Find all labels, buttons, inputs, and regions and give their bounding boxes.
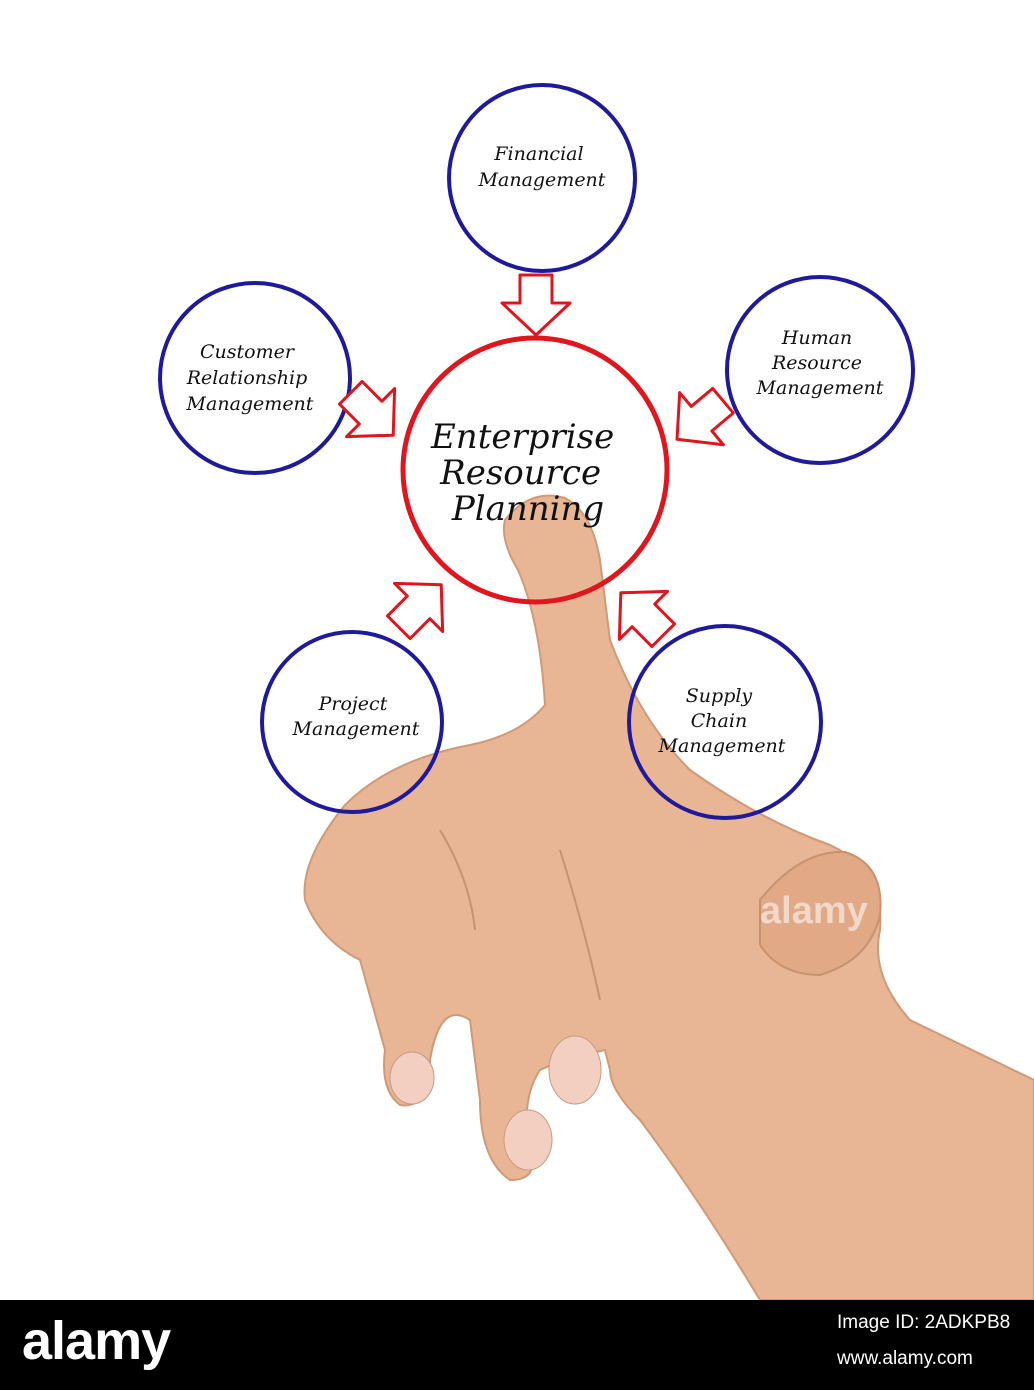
fingernail-2 [549,1036,601,1104]
hr-label: Human Resource Management [756,327,884,399]
project-label: Project Management [292,693,420,740]
erp-center-label: Enterprise Resource Planning [430,417,625,529]
supply-label: Supply Chain Management [658,685,786,757]
arrow-from-financial [502,275,570,335]
arrow-from-hr [655,375,745,466]
stock-footer-bar: alamy Image ID: 2ADKPB8 www.alamy.com [0,1300,1034,1390]
footer-url-text: www.alamy.com [837,1348,973,1370]
alamy-logo: alamy [22,1310,170,1372]
crm-label: Customer Relationship Management [186,341,314,415]
fingernail-1 [390,1052,434,1104]
watermark-text: alamy [760,890,868,933]
image-id-text: Image ID: 2ADKPB8 [837,1312,1010,1334]
image-canvas: Financial Management Human Resource Mana… [0,0,1034,1300]
financial-label: Financial Management [478,143,606,191]
fingernail-3 [504,1110,552,1170]
erp-diagram: Financial Management Human Resource Mana… [0,0,1034,1300]
